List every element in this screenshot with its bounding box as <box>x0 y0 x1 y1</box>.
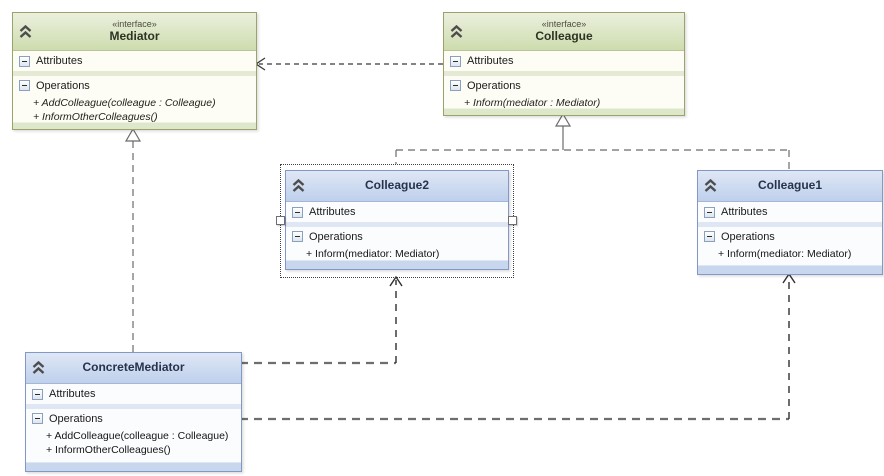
collapse-minus-icon[interactable] <box>704 206 715 218</box>
operation-item[interactable]: + Inform(mediator: Mediator) <box>306 248 440 260</box>
box-footer <box>698 265 882 274</box>
compartment-label: Attributes <box>467 55 514 67</box>
compartment-label: Operations <box>309 230 363 243</box>
operations-list: + Inform(mediator : Mediator) <box>444 95 684 108</box>
compartment-divider <box>13 71 256 76</box>
class-box-mediator[interactable]: «interface» Mediator Attributes Operatio… <box>12 12 257 130</box>
collapse-minus-icon[interactable] <box>32 388 43 400</box>
class-title: Colleague1 <box>757 178 823 193</box>
realization-concretemediator-to-mediator[interactable] <box>124 127 142 352</box>
collapse-minus-icon[interactable] <box>32 413 43 424</box>
class-title: Colleague2 <box>364 178 430 193</box>
box-footer <box>26 462 241 471</box>
compartment-label: Operations <box>721 230 775 243</box>
class-header[interactable]: «interface» Colleague <box>444 13 684 51</box>
operations-compartment[interactable]: Operations <box>698 227 882 246</box>
collapse-chevron-icon[interactable] <box>31 361 46 375</box>
attributes-compartment[interactable]: Attributes <box>13 51 256 71</box>
operations-compartment[interactable]: Operations <box>26 409 241 428</box>
compartment-divider <box>26 404 241 409</box>
operation-item[interactable]: + Inform(mediator: Mediator) <box>718 248 852 260</box>
operation-item[interactable]: + AddColleague(colleague : Colleague) <box>33 97 216 109</box>
box-footer <box>286 260 508 269</box>
attributes-compartment[interactable]: Attributes <box>26 384 241 404</box>
class-box-colleague1[interactable]: Colleague1 Attributes Operations + Infor… <box>697 170 883 275</box>
realization-colleagues-to-colleague[interactable] <box>395 112 790 170</box>
attributes-compartment[interactable]: Attributes <box>698 202 882 222</box>
operations-compartment[interactable]: Operations <box>444 76 684 95</box>
compartment-divider <box>698 222 882 227</box>
class-header[interactable]: Colleague1 <box>698 171 882 202</box>
class-box-concretemediator[interactable]: ConcreteMediator Attributes Operations +… <box>25 352 242 472</box>
collapse-chevron-icon[interactable] <box>291 179 306 193</box>
compartment-label: Operations <box>49 412 103 425</box>
compartment-label: Attributes <box>721 206 768 218</box>
operation-item[interactable]: + InformOtherColleagues() <box>33 111 158 122</box>
dependency-colleague-to-mediator[interactable] <box>254 57 443 71</box>
dependency-concretemediator-to-colleague2[interactable] <box>240 275 403 365</box>
operation-item[interactable]: + AddColleague(colleague : Colleague) <box>46 430 229 442</box>
class-box-colleague2[interactable]: Colleague2 Attributes Operations + Infor… <box>285 170 509 270</box>
collapse-minus-icon[interactable] <box>292 206 303 218</box>
box-footer <box>13 122 256 129</box>
compartment-label: Attributes <box>49 388 96 400</box>
operations-list: + Inform(mediator: Mediator) <box>698 246 882 265</box>
resize-handle-right[interactable] <box>508 216 517 225</box>
attributes-compartment[interactable]: Attributes <box>444 51 684 71</box>
collapse-minus-icon[interactable] <box>704 231 715 242</box>
compartment-label: Attributes <box>36 55 83 67</box>
collapse-chevron-icon[interactable] <box>703 179 718 193</box>
resize-handle-left[interactable] <box>276 216 285 225</box>
class-title: ConcreteMediator <box>82 360 185 375</box>
collapse-minus-icon[interactable] <box>19 80 30 91</box>
collapse-minus-icon[interactable] <box>450 80 461 91</box>
class-header[interactable]: ConcreteMediator <box>26 353 241 384</box>
operations-list: + Inform(mediator: Mediator) <box>286 246 508 260</box>
class-header[interactable]: «interface» Mediator <box>13 13 256 51</box>
class-title: Mediator <box>109 28 160 43</box>
collapse-minus-icon[interactable] <box>292 231 303 242</box>
operation-item[interactable]: + InformOtherColleagues() <box>46 444 171 456</box>
box-footer <box>444 108 684 115</box>
collapse-chevron-icon[interactable] <box>449 24 464 39</box>
compartment-label: Operations <box>467 79 521 92</box>
attributes-compartment[interactable]: Attributes <box>286 202 508 222</box>
stereotype-label: «interface» <box>112 18 157 29</box>
dependency-concretemediator-to-colleague1[interactable] <box>240 272 796 421</box>
class-title: Colleague <box>535 28 593 43</box>
operations-list: + AddColleague(colleague : Colleague) + … <box>26 428 241 462</box>
operations-list: + AddColleague(colleague : Colleague) + … <box>13 95 256 122</box>
class-header[interactable]: Colleague2 <box>286 171 508 202</box>
operations-compartment[interactable]: Operations <box>13 76 256 95</box>
compartment-divider <box>444 71 684 76</box>
collapse-minus-icon[interactable] <box>450 55 461 67</box>
compartment-divider <box>286 222 508 227</box>
stereotype-label: «interface» <box>541 18 587 29</box>
operation-item[interactable]: + Inform(mediator : Mediator) <box>464 97 601 108</box>
compartment-label: Operations <box>36 79 90 92</box>
class-box-colleague[interactable]: «interface» Colleague Attributes Operati… <box>443 12 685 116</box>
collapse-minus-icon[interactable] <box>19 55 30 67</box>
compartment-label: Attributes <box>309 206 356 218</box>
operations-compartment[interactable]: Operations <box>286 227 508 246</box>
collapse-chevron-icon[interactable] <box>18 24 33 39</box>
